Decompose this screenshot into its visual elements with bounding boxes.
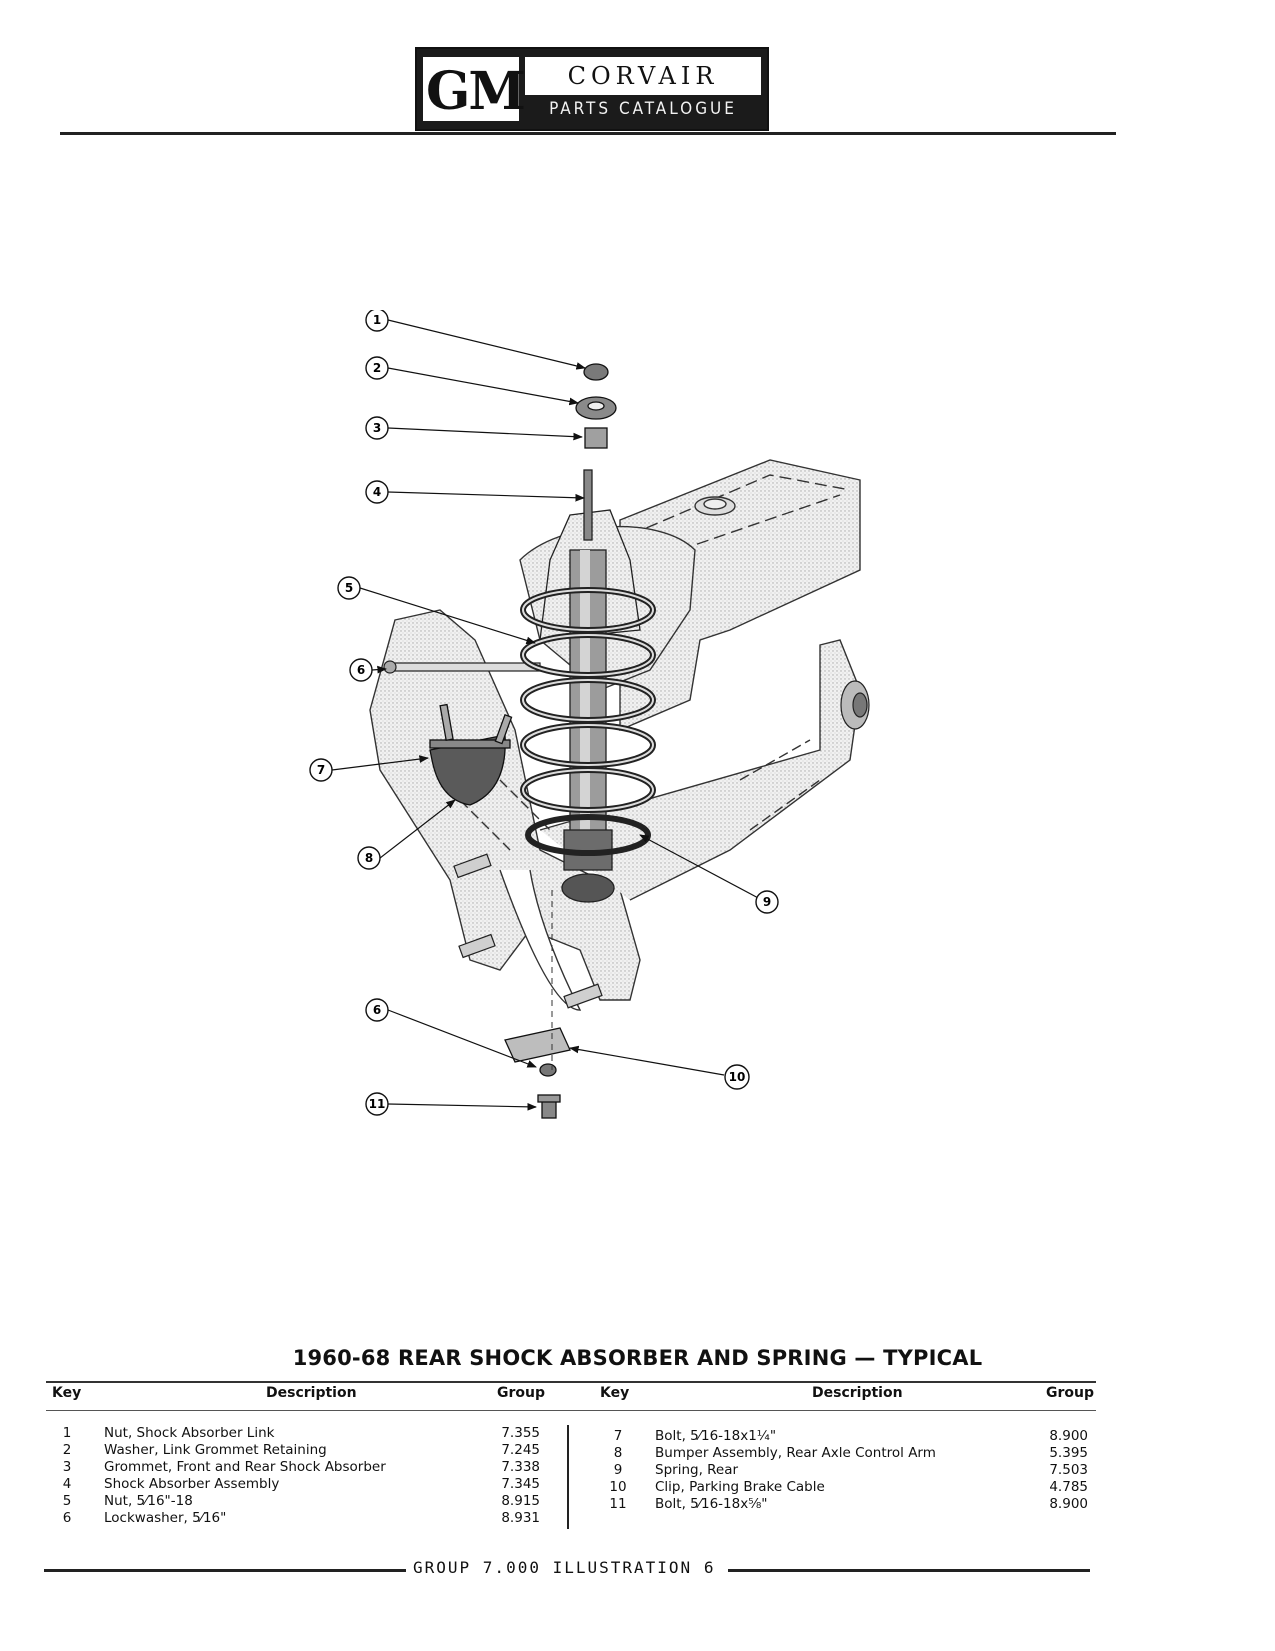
header-rule bbox=[60, 132, 1116, 135]
svg-text:11: 11 bbox=[369, 1097, 386, 1111]
table-header-rule bbox=[46, 1410, 1096, 1411]
svg-text:9: 9 bbox=[763, 895, 771, 909]
catalogue-label: PARTS CATALOGUE bbox=[549, 99, 737, 119]
callout-7: 7 bbox=[309, 758, 333, 782]
svg-text:10: 10 bbox=[729, 1070, 746, 1084]
callout-3: 3 bbox=[365, 416, 389, 440]
svg-text:6: 6 bbox=[373, 1003, 381, 1017]
shock-absorber-illustration: 1 2 3 4 5 6 7 8 9 6 10 11 bbox=[309, 310, 870, 1119]
column-divider bbox=[567, 1425, 569, 1529]
callout-4: 4 bbox=[365, 480, 389, 504]
shock-absorber bbox=[539, 469, 641, 903]
bottom-hardware bbox=[504, 1027, 571, 1119]
footer-group-label: GROUP 7.000 ILLUSTRATION 6 bbox=[413, 1558, 716, 1577]
callout-9: 9 bbox=[755, 890, 779, 914]
gm-corvair-logo: GM CORVAIR PARTS CATALOGUE bbox=[415, 47, 769, 131]
studs bbox=[453, 680, 870, 1009]
callout-10: 10 bbox=[724, 1064, 750, 1090]
bolt-horizontal bbox=[383, 660, 541, 674]
svg-text:8: 8 bbox=[365, 851, 373, 865]
leader-lines bbox=[331, 319, 763, 1111]
bumper-assembly bbox=[429, 703, 513, 806]
callout-1: 1 bbox=[365, 310, 389, 332]
table-top-rule bbox=[46, 1381, 1096, 1383]
illustration-title: 1960-68 REAR SHOCK ABSORBER AND SPRING —… bbox=[292, 1346, 983, 1370]
brand-name: CORVAIR bbox=[525, 57, 761, 95]
header-group-right: Group bbox=[1046, 1385, 1095, 1401]
svg-text:4: 4 bbox=[373, 485, 381, 499]
svg-text:1: 1 bbox=[373, 313, 381, 327]
footer-rule-left bbox=[44, 1569, 406, 1572]
svg-text:7: 7 bbox=[317, 763, 325, 777]
header-key-left: Key bbox=[52, 1385, 82, 1401]
callout-6-lower: 6 bbox=[365, 998, 389, 1022]
callout-6-upper: 6 bbox=[349, 658, 373, 682]
gm-logo: GM bbox=[423, 57, 526, 122]
svg-text:5: 5 bbox=[345, 581, 353, 595]
coil-spring-highlight bbox=[522, 589, 654, 811]
footer-rule-right bbox=[728, 1569, 1090, 1572]
svg-text:2: 2 bbox=[373, 361, 381, 375]
callout-2: 2 bbox=[365, 356, 389, 380]
header-group-left: Group bbox=[497, 1385, 546, 1401]
callouts: 1 2 3 4 5 6 7 8 9 6 10 11 bbox=[309, 310, 779, 1116]
svg-text:3: 3 bbox=[373, 421, 381, 435]
callout-11: 11 bbox=[365, 1092, 389, 1116]
callout-5: 5 bbox=[337, 576, 361, 600]
callout-8: 8 bbox=[357, 846, 381, 870]
header-description-right: Description bbox=[812, 1385, 903, 1401]
svg-text:6: 6 bbox=[357, 663, 365, 677]
header-key-right: Key bbox=[600, 1385, 630, 1401]
header-description-left: Description bbox=[266, 1385, 357, 1401]
top-hardware bbox=[575, 363, 617, 449]
control-arm bbox=[369, 609, 861, 1011]
